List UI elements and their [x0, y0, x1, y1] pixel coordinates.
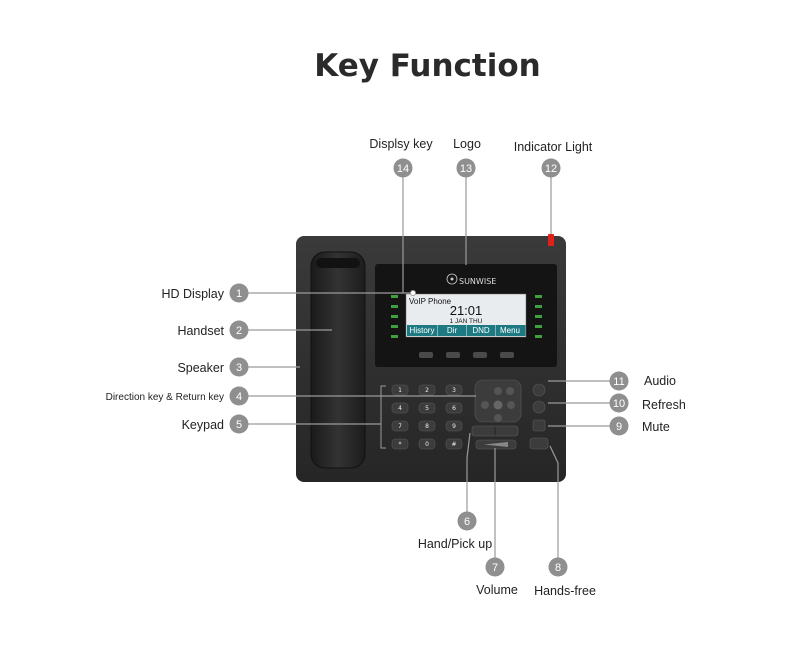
key-1[interactable]: 1	[391, 384, 409, 396]
svg-text:1: 1	[398, 387, 402, 394]
key-hash[interactable]: #	[445, 438, 463, 450]
badge-1: 1	[229, 283, 249, 303]
svg-text:6: 6	[452, 405, 456, 412]
svg-text:7: 7	[492, 562, 498, 574]
badge-4: 4	[229, 386, 249, 406]
key-2[interactable]: 2	[418, 384, 436, 396]
label-hd-display: HD Display	[161, 287, 224, 301]
direction-keys[interactable]	[474, 379, 522, 423]
display-keys[interactable]	[419, 352, 514, 358]
svg-text:3: 3	[236, 362, 242, 374]
label-hands-free: Hands-free	[534, 584, 596, 598]
key-8[interactable]: 8	[418, 420, 436, 432]
label-audio: Audio	[644, 374, 676, 388]
key-5[interactable]: 5	[418, 402, 436, 414]
badge-12: 12	[541, 158, 561, 178]
badge-11: 11	[609, 371, 629, 391]
label-keypad: Keypad	[182, 418, 224, 432]
pickup-hangup-keys[interactable]	[471, 425, 519, 437]
svg-text:11: 11	[613, 376, 624, 388]
display-callout-dot	[410, 290, 416, 296]
keypad: 1 2 3 4 5 6 7 8 9 * 0 #	[391, 384, 463, 450]
softkey-history[interactable]: History	[410, 326, 435, 335]
indicator-light	[548, 234, 554, 246]
callout-labels: HD Display Handset Speaker Direction key…	[106, 137, 686, 598]
svg-text:*: *	[399, 441, 402, 448]
screen-header: VoIP Phone	[409, 297, 452, 306]
badge-14: 14	[393, 158, 413, 178]
refresh-key[interactable]	[532, 400, 546, 414]
label-display-key: Displsy key	[369, 137, 433, 151]
left-line-leds	[391, 295, 398, 338]
svg-text:5: 5	[236, 419, 242, 431]
badge-8: 8	[548, 557, 568, 577]
svg-text:6: 6	[464, 516, 470, 528]
label-logo: Logo	[453, 137, 481, 151]
badge-6: 6	[457, 511, 477, 531]
keypad-bracket	[380, 385, 386, 449]
key-4[interactable]: 4	[391, 402, 409, 414]
label-hand-pickup: Hand/Pick up	[418, 537, 492, 551]
badge-2: 2	[229, 320, 249, 340]
softkey-bar: History Dir DND Menu	[407, 325, 526, 336]
svg-text:#: #	[451, 441, 456, 448]
key-7[interactable]: 7	[391, 420, 409, 432]
badge-9: 9	[609, 416, 629, 436]
badge-3: 3	[229, 357, 249, 377]
badge-13: 13	[456, 158, 476, 178]
volume-key[interactable]	[475, 439, 517, 450]
label-indicator-light: Indicator Light	[514, 140, 593, 154]
page-title: Key Function	[314, 48, 541, 84]
screen-time: 21:01	[450, 303, 483, 318]
svg-text:10: 10	[613, 398, 625, 410]
key-star[interactable]: *	[391, 438, 409, 450]
svg-text:13: 13	[460, 163, 472, 175]
logo: SUNWISE	[446, 273, 496, 286]
svg-text:8: 8	[425, 423, 429, 430]
label-mute: Mute	[642, 420, 670, 434]
key-9[interactable]: 9	[445, 420, 463, 432]
badge-7: 7	[485, 557, 505, 577]
key-3[interactable]: 3	[445, 384, 463, 396]
svg-text:9: 9	[616, 421, 622, 433]
svg-text:9: 9	[452, 423, 456, 430]
handset-cradle-top	[316, 258, 360, 268]
svg-text:3: 3	[452, 387, 456, 394]
svg-text:4: 4	[236, 391, 242, 403]
badge-10: 10	[609, 393, 629, 413]
handset	[310, 251, 366, 469]
callout-badges: 1 2 3 4 5 6 7 8 9 10 11 12 13 14	[229, 158, 629, 577]
callout-lines	[248, 177, 610, 558]
label-refresh: Refresh	[642, 398, 686, 412]
label-direction-key: Direction key & Return key	[106, 392, 224, 403]
label-speaker: Speaker	[177, 361, 224, 375]
svg-text:5: 5	[425, 405, 429, 412]
svg-text:14: 14	[397, 163, 409, 175]
screen-date: 1 JAN THU	[450, 318, 483, 325]
svg-text:8: 8	[555, 562, 561, 574]
svg-text:4: 4	[398, 405, 402, 412]
label-handset: Handset	[177, 324, 224, 338]
svg-text:1: 1	[236, 288, 242, 300]
right-line-leds	[535, 295, 542, 338]
softkey-dnd[interactable]: DND	[472, 326, 490, 335]
svg-text:0: 0	[425, 441, 429, 448]
label-volume: Volume	[476, 583, 518, 597]
mute-key[interactable]	[532, 419, 546, 432]
softkey-dir[interactable]: Dir	[447, 326, 458, 335]
svg-text:12: 12	[545, 163, 557, 175]
svg-text:2: 2	[236, 325, 242, 337]
softkey-menu[interactable]: Menu	[500, 326, 520, 335]
audio-key[interactable]	[532, 383, 546, 397]
hands-free-key[interactable]	[529, 437, 549, 450]
key-6[interactable]: 6	[445, 402, 463, 414]
svg-text:2: 2	[425, 387, 429, 394]
badge-5: 5	[229, 414, 249, 434]
svg-text:7: 7	[398, 423, 402, 430]
logo-text: SUNWISE	[459, 277, 496, 286]
key-0[interactable]: 0	[418, 438, 436, 450]
